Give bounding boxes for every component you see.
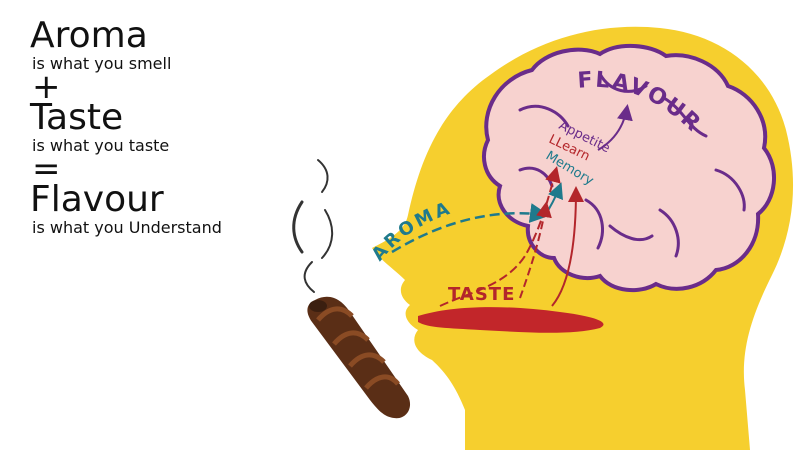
brain-folds <box>518 72 746 258</box>
taste-arrow-left <box>439 166 561 307</box>
flavour-heading: Flavour <box>30 179 164 220</box>
cigar <box>307 296 411 419</box>
cigar-stripe-2 <box>332 330 370 346</box>
tongue <box>418 307 604 333</box>
plus-sign: + <box>32 67 61 107</box>
aroma-description: is what you smell <box>32 54 172 73</box>
appetite-to-flavour-arrow <box>597 104 633 151</box>
taste-label-text: TASTE <box>448 284 514 305</box>
taste-arrow-middle <box>519 201 552 299</box>
cigar-stripe-1 <box>316 306 354 322</box>
aroma-arrow <box>391 203 550 254</box>
taste-label: TASTE <box>448 284 515 305</box>
taste-arrow-right <box>551 186 584 307</box>
taste-description: is what you taste <box>32 136 170 155</box>
cigar-stripe-3 <box>348 352 386 368</box>
aroma-heading: Aroma <box>30 15 148 56</box>
caption-text-block: Aroma is what you smell + Taste is what … <box>30 18 330 238</box>
smoke-swirls <box>292 159 334 293</box>
brain-shape <box>482 43 777 293</box>
cigar-stripe-4 <box>364 374 400 390</box>
equals-sign: = <box>32 149 61 189</box>
flavour-description: is what you Understand <box>32 218 222 237</box>
taste-heading: Taste <box>30 97 124 138</box>
cigar-tip <box>309 300 327 312</box>
